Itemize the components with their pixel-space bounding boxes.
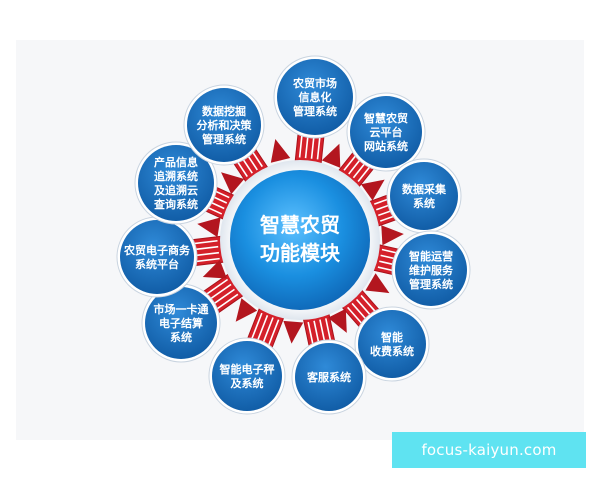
ring-connector bbox=[365, 273, 390, 294]
node-label-line: 分析和决策 bbox=[197, 118, 253, 132]
node-label-line: 追溯系统 bbox=[154, 169, 198, 183]
node-label-line: 系统平台 bbox=[135, 257, 179, 271]
node-label-line: 管理系统 bbox=[293, 104, 337, 118]
node-label-line: 农贸市场 bbox=[292, 76, 337, 90]
node-label-line: 网站系统 bbox=[364, 139, 408, 153]
node-label-line: 查询系统 bbox=[154, 197, 198, 211]
node-label-line: 系统 bbox=[413, 196, 435, 210]
ring-connector bbox=[235, 298, 258, 322]
node-label-line: 智能 bbox=[381, 330, 403, 344]
node-label-line: 智能电子秤 bbox=[220, 362, 275, 376]
node-circle bbox=[138, 145, 214, 221]
ring-connector bbox=[270, 138, 291, 163]
ring-connector bbox=[321, 143, 341, 168]
node-circle bbox=[295, 343, 363, 411]
node-label-line: 管理系统 bbox=[409, 277, 453, 291]
node-circle bbox=[390, 162, 458, 230]
hub-circle: 智慧农贸 功能模块 bbox=[220, 160, 380, 320]
node-label-line: 收费系统 bbox=[370, 344, 414, 358]
node-label-line: 及追溯云 bbox=[154, 183, 198, 197]
node-customer-service: 客服系统 bbox=[291, 339, 367, 415]
node-circle bbox=[120, 220, 194, 294]
node-circle bbox=[212, 341, 282, 411]
watermark-badge: focus-kaiyun.com bbox=[392, 432, 586, 468]
node-label-line: 信息化 bbox=[299, 90, 332, 104]
node-circle bbox=[358, 310, 426, 378]
node-label-line: 及系统 bbox=[231, 376, 264, 390]
node-circle bbox=[145, 287, 217, 359]
ring-connector bbox=[360, 179, 385, 201]
hub-title-line-1: 智慧农贸 bbox=[260, 213, 340, 237]
node-label-line: 数据挖掘 bbox=[202, 104, 246, 118]
node-label-line: 系统 bbox=[170, 330, 192, 344]
node-label-line: 管理系统 bbox=[202, 132, 246, 146]
ring-connector bbox=[381, 225, 404, 246]
node-circle bbox=[277, 59, 353, 135]
node-label-line: 智慧农贸 bbox=[364, 111, 408, 125]
node-circle bbox=[395, 234, 467, 306]
ring-connector bbox=[197, 217, 221, 238]
node-label-line: 产品信息 bbox=[154, 155, 198, 169]
node-label-line: 数据采集 bbox=[402, 182, 447, 196]
ring-connector bbox=[327, 308, 347, 333]
ring-connector bbox=[202, 259, 227, 279]
node-label-line: 农贸电子商务 bbox=[123, 243, 191, 257]
ring-connector bbox=[221, 172, 245, 195]
node-label-line: 云平台 bbox=[370, 125, 403, 139]
hub-title-line-2: 功能模块 bbox=[260, 241, 341, 265]
node-label-line: 智能运营 bbox=[409, 249, 453, 263]
node-label-line: 维护服务 bbox=[409, 263, 454, 277]
node-circle bbox=[350, 96, 422, 168]
node-circle bbox=[187, 88, 261, 162]
node-label-line: 电子结算 bbox=[159, 316, 203, 330]
node-label-line: 客服系统 bbox=[306, 370, 351, 384]
ring-connector bbox=[283, 320, 304, 344]
node-label-line: 市场一卡通 bbox=[154, 302, 209, 316]
